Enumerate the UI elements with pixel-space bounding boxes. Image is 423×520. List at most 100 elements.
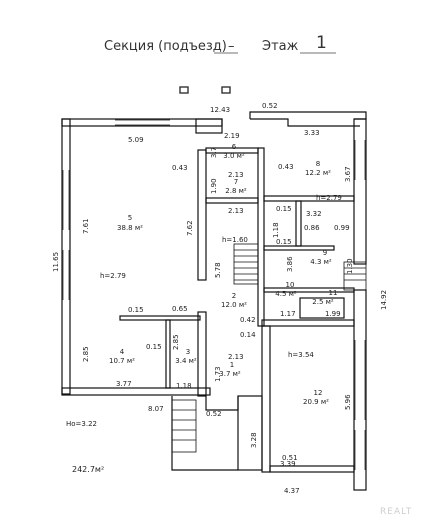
stairs <box>171 243 367 453</box>
room-4-area: 10.7 м² <box>109 357 135 365</box>
dim: 2.85 <box>82 346 90 362</box>
dim: 0.15 <box>146 343 162 351</box>
ho-label: Hо=3.22 <box>66 420 97 428</box>
dim: 3.33 <box>304 129 320 137</box>
dim: 3.67 <box>344 166 352 182</box>
dim: 0.43 <box>172 164 188 172</box>
wall-12-top <box>261 319 355 327</box>
dim: 14.92 <box>380 290 388 310</box>
dim: 0.14 <box>240 331 256 339</box>
room-9-area: 4.3 м² <box>310 258 332 266</box>
windows <box>62 119 366 470</box>
dim: 5.96 <box>344 394 352 410</box>
dim: 2.85 <box>172 334 180 350</box>
wall-entrance <box>237 395 263 471</box>
dim: 2.13 <box>228 207 244 215</box>
floor-value: 1 <box>316 33 327 53</box>
room-12-number: 12 <box>314 389 323 397</box>
dim: 1.90 <box>210 178 218 194</box>
wall-8-bottom <box>263 195 355 202</box>
dim: 0.15 <box>128 306 144 314</box>
room-8-number: 8 <box>316 160 320 168</box>
wall-right-lower <box>353 289 367 491</box>
dim: 7.61 <box>82 218 90 234</box>
dim: 0.65 <box>172 305 188 313</box>
watermark-text: REALT <box>380 507 412 517</box>
dim: 5.78 <box>214 262 222 278</box>
dim: 0.51 <box>282 454 298 462</box>
wall-corridor-left <box>197 311 207 397</box>
dim: 0.52 <box>206 410 222 418</box>
dim: 8.07 <box>148 405 164 413</box>
room-7-number: 7 <box>234 178 238 186</box>
wall-9-top <box>263 245 335 251</box>
dim: 1.99 <box>325 310 341 318</box>
section-value: – <box>228 39 235 54</box>
dim: 0.15 <box>276 205 292 213</box>
floor-label: Этаж <box>262 39 299 54</box>
room-3-area: 3.4 м² <box>175 357 197 365</box>
wall-3-4 <box>165 319 171 389</box>
dim: 7.62 <box>186 220 194 236</box>
total-area: 242.7м² <box>72 465 104 474</box>
room-6-number: 6 <box>232 143 237 151</box>
room-8-area: 12.2 м² <box>305 169 331 177</box>
dim: 1.18 <box>176 382 192 390</box>
dim: 1.17 <box>280 310 296 318</box>
dim: 0.15 <box>276 238 292 246</box>
height-stair: h=1.60 <box>222 236 248 244</box>
wall-3-top <box>119 315 201 321</box>
wall-12-bottom <box>269 465 355 473</box>
dim: 1.73 <box>214 366 222 382</box>
wall-right-upper <box>353 118 367 265</box>
wall-bath <box>295 200 302 247</box>
room-3-number: 3 <box>186 348 190 356</box>
dim: 3.39 <box>280 460 296 468</box>
room-11-box <box>299 297 345 319</box>
header: Секция (подъезд) – Этаж 1 <box>104 33 336 94</box>
wall-partition-5 <box>197 149 207 281</box>
dim: 3.86 <box>286 256 294 272</box>
dim: 3.7 <box>210 147 218 158</box>
room-labels: 5 38.8 м² 6 3.0 м² 7 2.8 м² 8 12.2 м² 9 … <box>109 143 337 406</box>
wall-top-right <box>249 111 367 120</box>
dim: 0.43 <box>278 163 294 171</box>
dim: 0.99 <box>334 224 350 232</box>
dim: 3.28 <box>250 432 258 448</box>
wall-bottom-left <box>61 387 211 396</box>
dim: 12.43 <box>210 106 230 114</box>
dim: 0.86 <box>304 224 320 232</box>
wall-top-right-inner <box>250 118 360 127</box>
room-5-number: 5 <box>128 214 132 222</box>
room-11-number: 11 <box>329 289 338 297</box>
dim: 1.18 <box>272 222 280 238</box>
dim: 2.19 <box>224 132 240 140</box>
heights: h=2.79 h=2.79 h=1.60 h=3.54 <box>100 194 342 359</box>
room-11-area: 2.5 м² <box>312 298 334 306</box>
room-10-number: 10 <box>286 281 295 289</box>
stair-flight <box>233 243 259 285</box>
side-steps <box>343 261 367 291</box>
dim: 0.42 <box>240 316 256 324</box>
wall-left <box>61 118 71 395</box>
wall-corridor-right <box>257 147 265 327</box>
porch-outline <box>171 396 238 471</box>
dimensions-vertical: 3.7 3.67 1.90 7.61 7.62 1.18 11.65 5.78 … <box>52 147 388 448</box>
room-10-area: 4.5 м² <box>275 290 297 298</box>
dim: 2.13 <box>228 353 244 361</box>
wall-7-stair <box>205 197 259 204</box>
dim: 0.52 <box>262 102 278 110</box>
room-2-number: 2 <box>232 292 236 300</box>
section-label: Секция (подъезд) <box>104 39 227 54</box>
dim: 11.65 <box>52 252 60 272</box>
room-12-area: 20.9 м² <box>303 398 329 406</box>
room-9-number: 9 <box>323 249 327 257</box>
wall-6-7 <box>205 147 259 154</box>
wall-notch <box>195 118 223 134</box>
dim: 2.13 <box>228 171 244 179</box>
footer: Hо=3.22 242.7м² REALT <box>66 420 412 517</box>
room-7-area: 2.8 м² <box>225 187 247 195</box>
wall-12-left <box>261 325 271 473</box>
dim: 5.09 <box>128 136 144 144</box>
dim: 3.32 <box>306 210 322 218</box>
